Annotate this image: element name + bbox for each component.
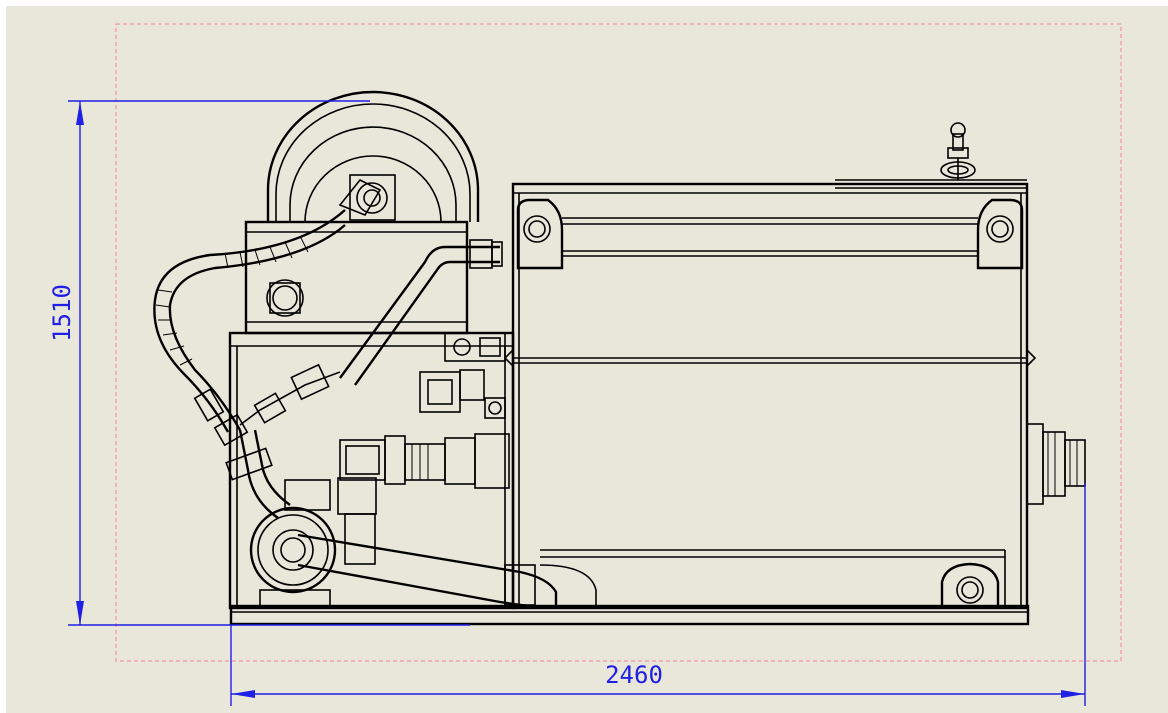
drawing-background bbox=[6, 6, 1168, 713]
hose-reel-support bbox=[244, 220, 469, 335]
control-valve-cluster bbox=[419, 332, 506, 419]
pump-motor bbox=[339, 433, 510, 489]
tank-feed-pipe bbox=[239, 239, 503, 426]
sheet-boundary bbox=[115, 23, 1122, 662]
width-dimension-label[interactable]: 2460 bbox=[605, 661, 663, 689]
elbow-connector bbox=[225, 429, 291, 519]
base-frame bbox=[229, 604, 1030, 626]
right-outlet-fitting bbox=[1026, 423, 1086, 505]
lifting-lug-top-left bbox=[516, 198, 564, 270]
vent-fitting bbox=[940, 122, 976, 180]
lifting-lug-top-right bbox=[976, 198, 1024, 270]
width-dimension[interactable]: 2460 bbox=[230, 483, 1086, 706]
height-dimension-label[interactable]: 1510 bbox=[48, 284, 76, 342]
suction-hose bbox=[297, 533, 597, 608]
height-dimension[interactable]: 1510 bbox=[48, 100, 470, 626]
reel-hose bbox=[153, 209, 346, 447]
suction-pump bbox=[249, 477, 377, 607]
lifting-lug-bottom-right bbox=[940, 562, 1000, 606]
machine-side-view[interactable] bbox=[153, 90, 1086, 626]
hose-reel bbox=[266, 90, 480, 223]
